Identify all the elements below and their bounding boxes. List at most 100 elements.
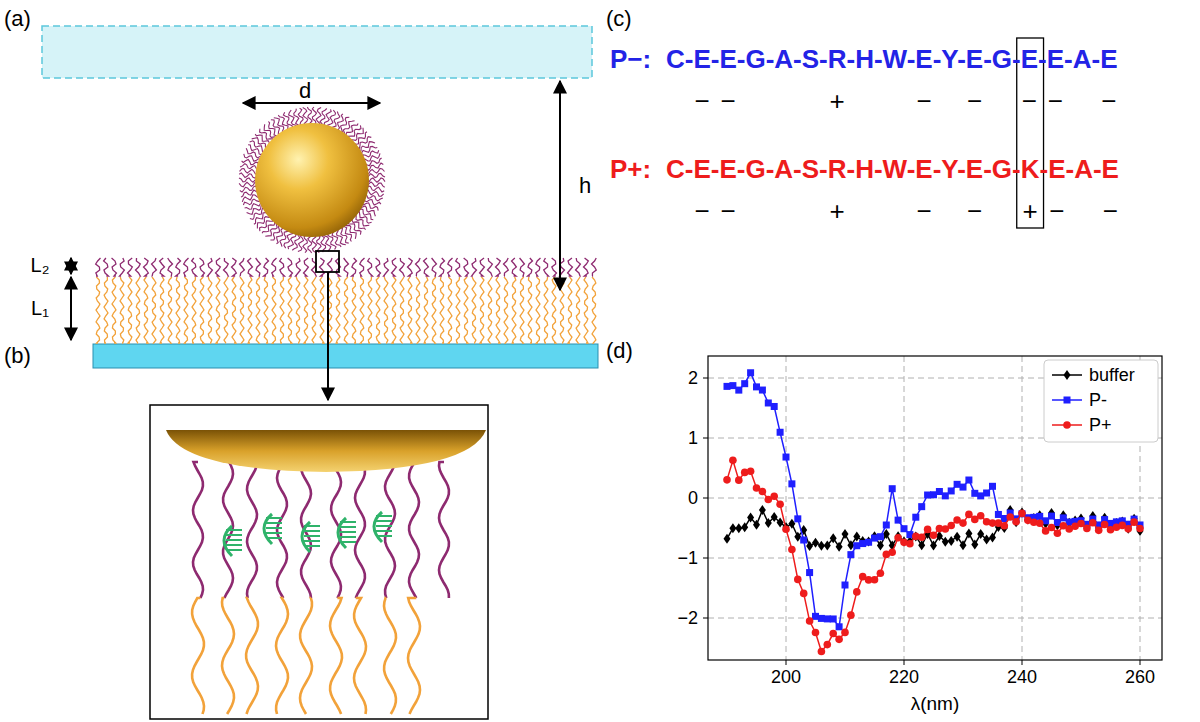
brush-chain	[184, 277, 188, 343]
brush-chain	[246, 598, 258, 714]
grid-line	[708, 558, 1162, 559]
brush-chain	[384, 598, 396, 714]
brush-tip	[456, 258, 461, 276]
data-marker	[794, 515, 801, 522]
corona-chain	[289, 110, 297, 127]
data-marker	[883, 522, 890, 529]
data-marker	[1064, 397, 1071, 404]
brush-tip	[384, 258, 389, 276]
corona-chain	[243, 199, 260, 205]
corona-chain	[335, 114, 343, 130]
data-marker	[1001, 522, 1009, 530]
data-marker	[747, 513, 754, 523]
brush-tip	[216, 258, 221, 276]
data-marker	[947, 522, 955, 530]
data-marker	[989, 483, 996, 490]
peptide-chain	[277, 462, 287, 598]
tick	[904, 660, 905, 665]
data-marker	[824, 540, 831, 550]
tick-label: 200	[771, 668, 801, 686]
brush-chain	[300, 598, 312, 714]
data-marker	[924, 526, 932, 534]
corona-chain	[364, 158, 381, 166]
tick-label: 1	[688, 429, 698, 447]
corona-chain	[316, 108, 321, 126]
data-marker	[759, 505, 766, 515]
legend-text: P-	[1089, 391, 1107, 409]
corona-chain	[367, 178, 385, 182]
data-marker	[806, 617, 814, 625]
charge-sign: −	[1022, 88, 1037, 114]
brush-chain	[344, 277, 348, 343]
brush-chain	[528, 277, 532, 343]
brush-tip	[392, 258, 397, 276]
brush-tip	[488, 258, 493, 276]
corona-chain	[367, 168, 385, 174]
corona-chain	[242, 195, 259, 202]
brush-tip	[400, 258, 405, 276]
data-marker	[959, 519, 967, 527]
data-marker	[977, 512, 985, 520]
tick	[1022, 660, 1023, 665]
tick-label: −1	[677, 549, 698, 567]
brush-tip	[376, 258, 381, 276]
charge-sign: +	[1023, 198, 1038, 224]
brush-tip	[496, 258, 501, 276]
data-marker	[788, 546, 796, 554]
brush-chain	[320, 277, 324, 343]
brush-chain	[368, 277, 372, 343]
brush-chain	[112, 277, 116, 343]
data-marker	[747, 468, 755, 476]
hbond-rung	[376, 520, 392, 522]
data-marker	[818, 541, 825, 551]
data-marker	[1101, 521, 1109, 529]
data-marker	[782, 525, 790, 533]
brush-chain	[192, 598, 204, 714]
data-marker	[930, 532, 938, 540]
hbond-rung	[266, 527, 282, 529]
brush-tip	[568, 258, 573, 276]
brush-tip	[360, 258, 365, 276]
brush-chain	[584, 277, 588, 343]
tick	[703, 498, 708, 499]
brush-chain	[232, 277, 236, 343]
hbond-rung	[340, 531, 356, 533]
corona-chain	[294, 109, 301, 126]
tick-label: 2	[688, 369, 698, 387]
brush-tip	[440, 258, 445, 276]
data-marker	[965, 528, 972, 538]
data-marker	[777, 518, 784, 528]
dimension-label: h	[579, 175, 591, 197]
inset-frame	[150, 405, 488, 719]
brush-tip	[352, 258, 357, 276]
data-marker	[753, 520, 760, 530]
brush-tip	[592, 258, 597, 276]
top-surface	[42, 26, 592, 78]
data-marker	[853, 531, 860, 541]
data-marker	[812, 629, 820, 637]
hbond-rung	[376, 515, 392, 517]
brush-tip	[160, 258, 165, 276]
corona-chain	[239, 178, 257, 182]
data-marker	[918, 540, 925, 550]
brush-tip	[320, 258, 325, 276]
data-marker	[729, 457, 737, 465]
brush-tip	[168, 258, 173, 276]
brush-chain	[160, 277, 164, 343]
data-marker	[983, 490, 990, 497]
brush-chain	[520, 277, 524, 343]
brush-chain	[104, 277, 108, 343]
data-marker	[812, 538, 819, 548]
brush-chain	[216, 277, 220, 343]
data-marker	[735, 523, 742, 533]
data-marker	[1019, 507, 1026, 517]
brush-tip	[256, 258, 261, 276]
brush-tip	[552, 258, 557, 276]
hbond-rung	[266, 517, 282, 519]
data-marker	[871, 576, 879, 584]
brush-tip	[120, 258, 125, 276]
brush-chain	[248, 277, 252, 343]
hbond-rung	[226, 544, 242, 546]
data-marker	[954, 532, 961, 542]
brush-chain	[440, 277, 444, 343]
